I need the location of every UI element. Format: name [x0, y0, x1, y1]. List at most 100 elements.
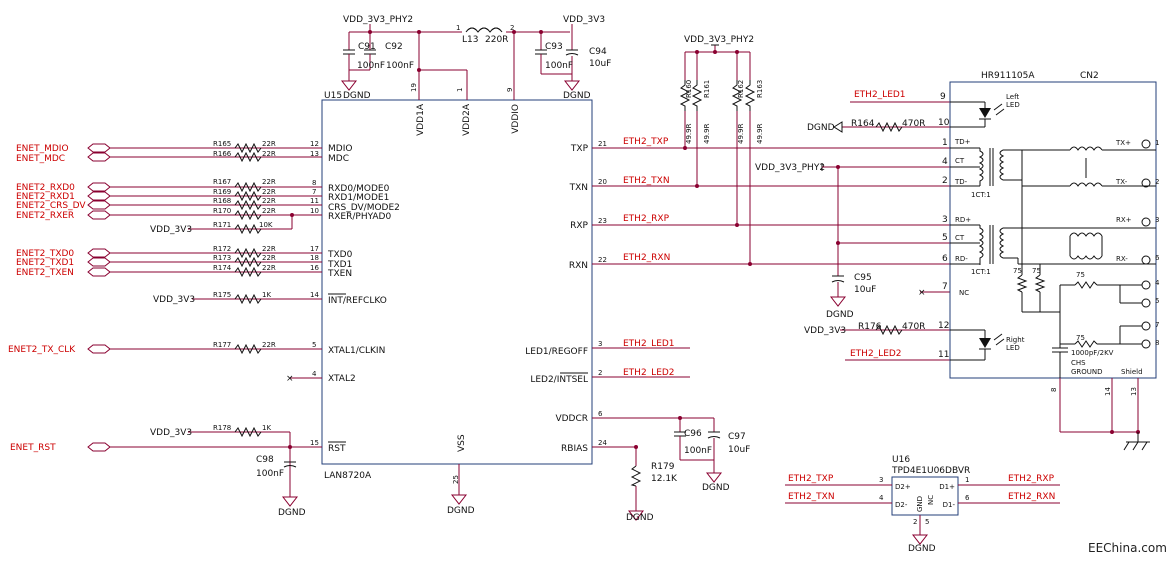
r177-ref: R177	[213, 341, 231, 349]
r178-ref: R178	[213, 424, 231, 432]
r178-val: 1K	[262, 424, 271, 432]
cn2-pin-6: 6	[942, 254, 948, 264]
vdd-r171: VDD_3V3	[150, 225, 192, 235]
c93-ref: C93	[545, 42, 563, 52]
u16-pin-d2p: D2+	[895, 483, 911, 491]
l13-pin1: 1	[456, 24, 460, 32]
pin-name-vss: VSS	[457, 434, 467, 452]
r176-val: 470R	[902, 322, 925, 332]
pin-name-vdd2a: VDD2A	[462, 103, 472, 136]
vdd-r175: VDD_3V3	[153, 295, 195, 305]
net-eth2-led2-b: ETH2_LED2	[850, 349, 902, 359]
pin-name-txd1: TXD1	[327, 260, 352, 270]
cn2-pin-5: 5	[942, 233, 948, 243]
r75-a: 75	[1013, 267, 1022, 275]
label-tx-minus: TX-	[1115, 178, 1128, 186]
cn2-rpin-4: 4	[1155, 279, 1160, 287]
pin-num-20: 20	[598, 178, 607, 186]
label-rd-minus: RD-	[955, 255, 968, 263]
r162-ref: R162	[737, 80, 745, 98]
r172-val: 22R	[262, 245, 276, 253]
cn2-rpin-6: 6	[1155, 254, 1160, 262]
pin-num-24: 24	[598, 439, 607, 447]
bob-smith-network	[1016, 165, 1142, 378]
r75-b: 75	[1032, 267, 1041, 275]
net-eth2-led2-a: ETH2_LED2	[623, 368, 675, 378]
r165-val: 22R	[262, 140, 276, 148]
u15-ref: U15	[324, 91, 342, 101]
r174-ref: R174	[213, 264, 232, 272]
c95-val: 10uF	[854, 285, 876, 295]
pin-num-12: 12	[310, 140, 319, 148]
pin-name-led1: LED1/REGOFF	[525, 347, 588, 357]
cn2-pin-2: 2	[942, 176, 948, 186]
vdd-r176: VDD_3V3	[804, 326, 846, 336]
label-ct-2: CT	[955, 234, 965, 242]
pin-name-vddio: VDDIO	[511, 104, 521, 134]
cn2-rpin-3: 3	[1155, 216, 1159, 224]
u16-pin-d1m: D1-	[943, 501, 956, 509]
u16-num-4: 4	[879, 494, 884, 502]
vdd-3v3-phy2-top: VDD_3V3_PHY2	[343, 15, 413, 25]
pin-num-19: 19	[410, 83, 418, 92]
r163-val: 49.9R	[756, 123, 764, 144]
r171-ref: R171	[213, 221, 231, 229]
net-eth2-rxp-a: ETH2_RXP	[623, 214, 670, 224]
cn2-pin-11: 11	[938, 350, 949, 360]
vdd-3v3-top: VDD_3V3	[563, 15, 605, 25]
dgnd-vss: DGND	[447, 506, 475, 516]
u16-num-1: 1	[965, 476, 969, 484]
r173-val: 22R	[262, 254, 276, 262]
r163-ref: R163	[756, 80, 764, 98]
pin-num-23: 23	[598, 217, 607, 225]
r179-ref: R179	[651, 462, 675, 472]
r177-val: 22R	[262, 341, 276, 349]
r166-val: 22R	[262, 150, 276, 158]
pin-name-mdc: MDC	[328, 154, 349, 164]
r160-val: 49.9R	[685, 123, 693, 144]
term-resistors	[679, 80, 756, 111]
r173-ref: R173	[213, 254, 231, 262]
label-ratio-2: 1CT:1	[971, 268, 991, 276]
r169-ref: R169	[213, 188, 231, 196]
dgnd-r164: DGND	[807, 123, 835, 133]
cn2-body	[949, 81, 1157, 379]
label-ct-1: CT	[955, 157, 965, 165]
c92-ref: C92	[385, 42, 403, 52]
r166-ref: R166	[213, 150, 232, 158]
left-resistors	[234, 142, 262, 438]
net-enet2-rxer: ENET2_RXER	[16, 211, 74, 221]
c95-ref: C95	[854, 273, 872, 283]
rx-transformer	[950, 224, 1156, 265]
pin-num-6: 6	[598, 410, 603, 418]
cn2-bpin-13: 13	[1130, 387, 1138, 396]
r161-ref: R161	[703, 80, 711, 98]
pin-name-rxd0: RXD0/MODE0	[328, 184, 390, 194]
r164-val: 470R	[902, 119, 925, 129]
r175-ref: R175	[213, 291, 231, 299]
u15-body	[321, 99, 593, 465]
cn2-pin-9: 9	[940, 92, 946, 102]
label-tx-plus: TX+	[1115, 139, 1131, 147]
c92-val: 100nF	[386, 61, 414, 71]
c94-ref: C94	[589, 47, 607, 57]
u16-num-2: 2	[913, 518, 917, 526]
pin-num-1: 1	[456, 88, 464, 92]
pin-num-21: 21	[598, 140, 607, 148]
net-enet2-crs-dv: ENET2_CRS_DV	[16, 201, 86, 211]
pin-num-10: 10	[310, 207, 319, 215]
label-nc: NC	[959, 289, 969, 297]
pin-num-18: 18	[310, 254, 319, 262]
pin-name-vddcr: VDDCR	[555, 414, 588, 424]
cn2-rpin-2: 2	[1155, 178, 1159, 186]
dgnd-top-right: DGND	[563, 91, 591, 101]
pin-num-22: 22	[598, 256, 607, 264]
u16-num-3: 3	[879, 476, 883, 484]
cap-1000pf: 1000pF/2KV	[1071, 349, 1114, 357]
pin-name-crsdv: CRS_DV/MODE2	[328, 203, 400, 213]
u16-part: TPD4E1U06DBVR	[891, 466, 970, 476]
net-eth2-rxn-a: ETH2_RXN	[623, 253, 670, 263]
c96-val: 100nF	[684, 446, 712, 456]
